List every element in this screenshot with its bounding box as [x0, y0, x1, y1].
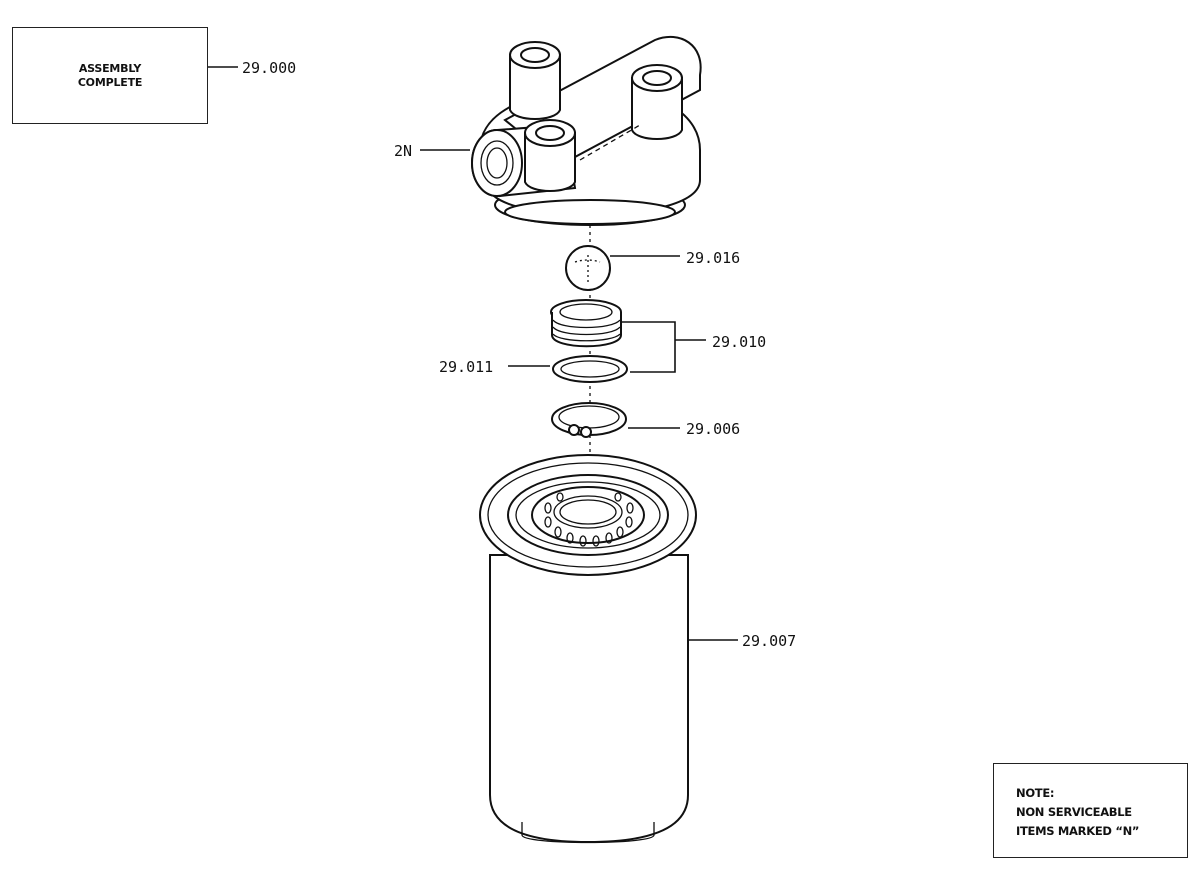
callout-oring: 29.011 — [439, 358, 493, 376]
o-ring — [552, 355, 628, 383]
callout-ball: 29.016 — [686, 249, 740, 267]
snap-ring — [551, 402, 627, 438]
callout-head: 2N — [394, 142, 412, 160]
assembly-box-line1: ASSEMBLY — [78, 62, 142, 75]
note-line2: ITEMS MARKED “N” — [1016, 824, 1140, 838]
assembly-complete-box: ASSEMBLY COMPLETE — [12, 27, 208, 124]
callout-seat-group: 29.010 — [712, 333, 766, 351]
callout-cartridge: 29.007 — [742, 632, 796, 650]
leader-seat-group — [622, 321, 676, 373]
note-title: NOTE: — [1016, 786, 1055, 800]
note-box: NOTE: NON SERVICEABLE ITEMS MARKED “N” — [993, 763, 1188, 858]
filter-cartridge — [479, 454, 697, 844]
note-line1: NON SERVICEABLE — [1016, 805, 1132, 819]
filter-head — [471, 35, 702, 226]
check-ball — [565, 245, 611, 291]
callout-assembly: 29.000 — [242, 59, 296, 77]
assembly-box-line2: COMPLETE — [77, 76, 143, 89]
valve-seat — [550, 299, 622, 348]
callout-snap-ring: 29.006 — [686, 420, 740, 438]
